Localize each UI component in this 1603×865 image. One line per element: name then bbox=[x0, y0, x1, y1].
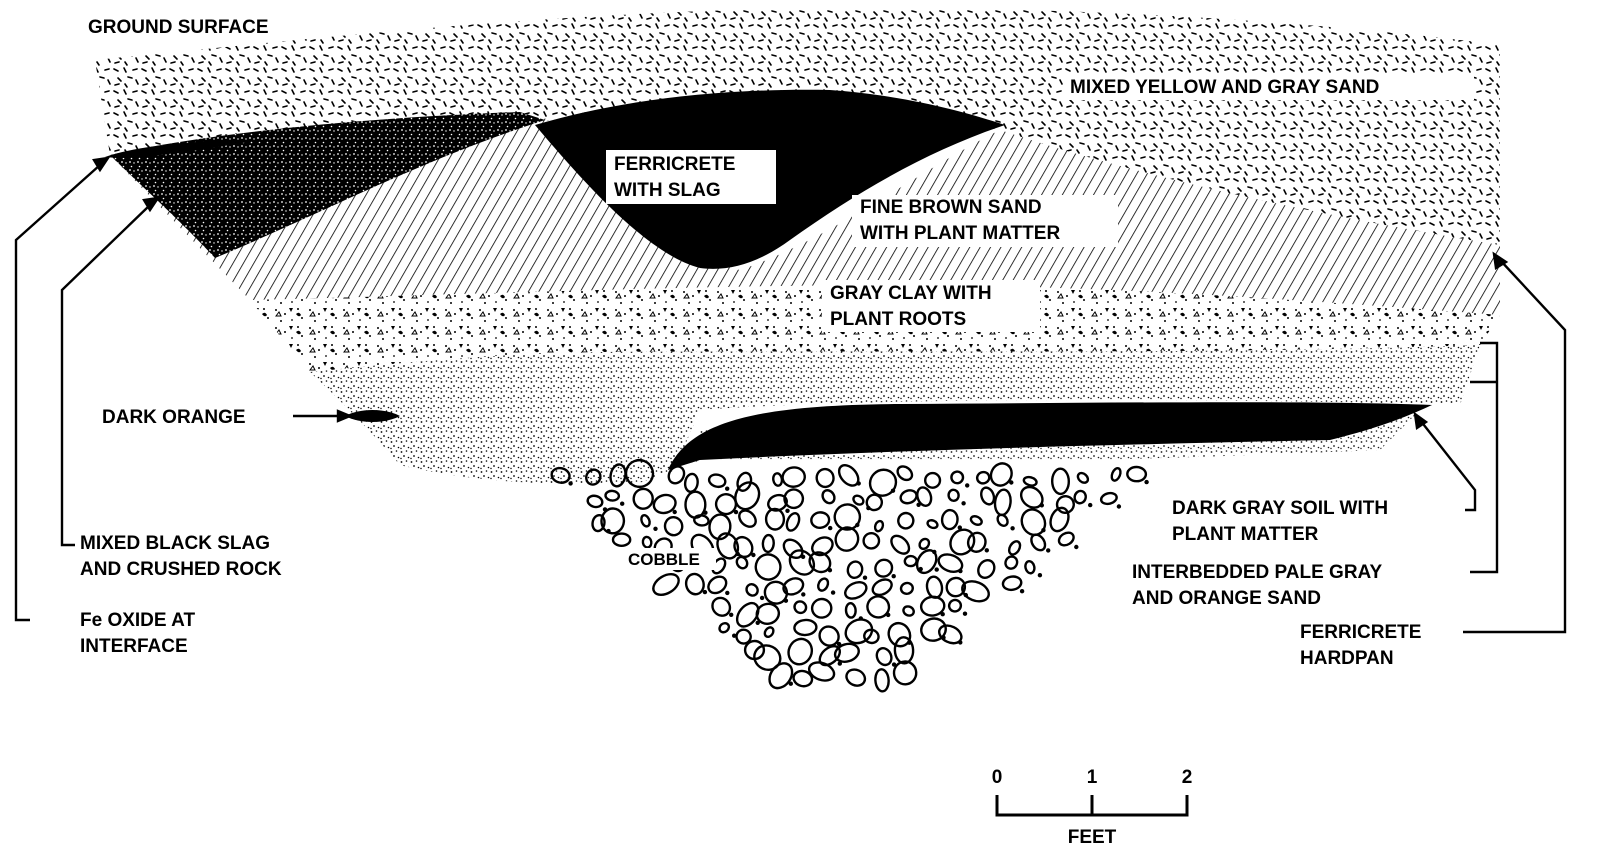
pebble bbox=[785, 509, 789, 513]
arrowhead-dark-orange bbox=[338, 411, 350, 421]
pebble bbox=[653, 527, 657, 531]
pebble bbox=[568, 481, 572, 485]
pebble bbox=[1117, 504, 1121, 508]
label-interbedded-1: INTERBEDDED PALE GRAY bbox=[1132, 562, 1383, 583]
pebble bbox=[1010, 526, 1014, 530]
pebble bbox=[801, 555, 805, 559]
pebble bbox=[703, 511, 707, 515]
scale-bar: 0 1 2 FEET bbox=[992, 767, 1193, 848]
pebble bbox=[958, 640, 962, 644]
pebble bbox=[703, 590, 707, 594]
pebble bbox=[729, 613, 733, 617]
label-interbedded-2: AND ORANGE SAND bbox=[1132, 588, 1321, 609]
label-fe-oxide-1: Fe OXIDE AT bbox=[80, 610, 195, 631]
pebble bbox=[760, 596, 764, 600]
pebble bbox=[886, 613, 890, 617]
pebble bbox=[751, 553, 755, 557]
pebble bbox=[1144, 480, 1148, 484]
pebble bbox=[958, 569, 962, 573]
pebble bbox=[828, 526, 832, 530]
pebble bbox=[828, 568, 832, 572]
pebble bbox=[855, 523, 859, 527]
pebble bbox=[935, 567, 939, 571]
label-ferricrete-slag-1: FERRICRETE bbox=[614, 154, 735, 175]
pebble bbox=[801, 592, 805, 596]
pebble bbox=[831, 590, 835, 594]
label-hardpan-1: FERRICRETE bbox=[1300, 622, 1421, 643]
pebble bbox=[941, 612, 945, 616]
label-fe-oxide-2: INTERFACE bbox=[80, 636, 188, 657]
label-hardpan-2: HARDPAN bbox=[1300, 648, 1394, 669]
pebble bbox=[725, 487, 729, 491]
label-gray-clay-1: GRAY CLAY WITH bbox=[830, 283, 992, 304]
label-brown-sand-1: FINE BROWN SAND bbox=[860, 197, 1042, 218]
label-dark-gray-soil-1: DARK GRAY SOIL WITH bbox=[1172, 498, 1388, 519]
leader-interbedded bbox=[1470, 343, 1497, 572]
pebble bbox=[1041, 528, 1045, 532]
pebble bbox=[1009, 480, 1013, 484]
pebble bbox=[1074, 545, 1078, 549]
scale-tick-1: 1 bbox=[1087, 767, 1098, 788]
scale-tick-2: 2 bbox=[1182, 767, 1193, 788]
pebble bbox=[673, 510, 677, 514]
pebble bbox=[1020, 589, 1024, 593]
pebble bbox=[1038, 573, 1042, 577]
label-black-slag-1: MIXED BLACK SLAG bbox=[80, 533, 270, 554]
label-brown-sand-2: WITH PLANT MATTER bbox=[860, 223, 1060, 244]
pebble bbox=[725, 591, 729, 595]
pebble bbox=[734, 510, 738, 514]
pebble bbox=[620, 502, 624, 506]
label-dark-gray-soil-2: PLANT MATTER bbox=[1172, 524, 1319, 545]
scale-tick-0: 0 bbox=[992, 767, 1003, 788]
pebble bbox=[1040, 503, 1044, 507]
pebble bbox=[963, 612, 967, 616]
pebble bbox=[961, 501, 965, 505]
label-cobble: COBBLE bbox=[628, 550, 700, 569]
label-ground-surface: GROUND SURFACE bbox=[88, 17, 269, 38]
label-ferricrete-slag-2: WITH SLAG bbox=[614, 180, 721, 201]
pebble bbox=[1088, 503, 1092, 507]
label-dark-orange: DARK ORANGE bbox=[102, 407, 246, 428]
pebble bbox=[784, 599, 788, 603]
pebble bbox=[857, 481, 861, 485]
pebble bbox=[789, 682, 793, 686]
leader-black-slag bbox=[62, 205, 150, 545]
label-yellow-gray-sand: MIXED YELLOW AND GRAY SAND bbox=[1070, 77, 1379, 98]
label-gray-clay-2: PLANT ROOTS bbox=[830, 309, 966, 330]
pebble bbox=[1046, 548, 1050, 552]
pebble bbox=[892, 574, 896, 578]
pebble bbox=[891, 489, 895, 493]
label-black-slag-2: AND CRUSHED ROCK bbox=[80, 559, 282, 580]
pebble bbox=[965, 483, 969, 487]
scale-unit: FEET bbox=[1068, 827, 1117, 848]
pebble bbox=[985, 548, 989, 552]
pebble bbox=[863, 576, 867, 580]
